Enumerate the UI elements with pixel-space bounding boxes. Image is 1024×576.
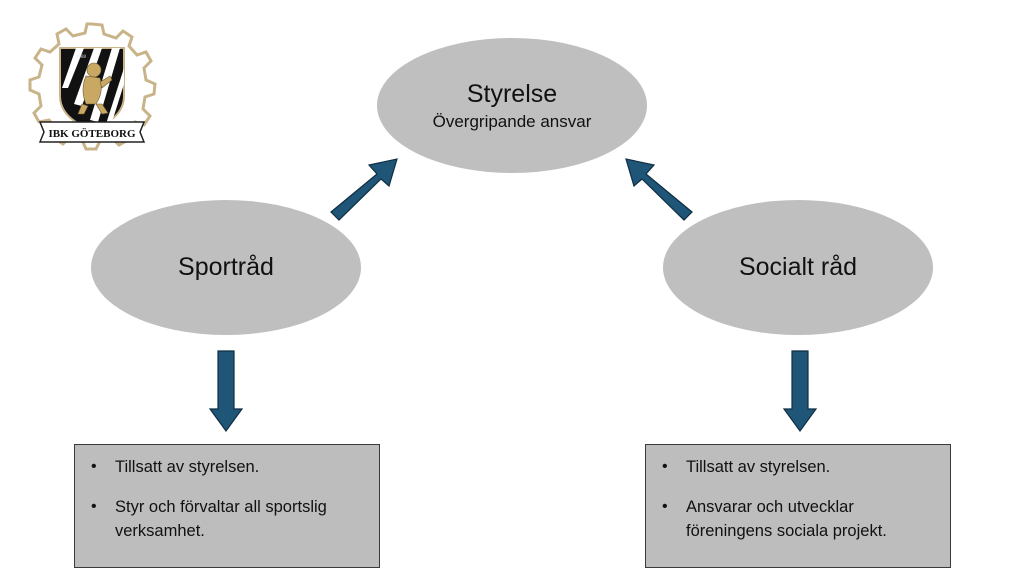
- node-styrelse-subtitle: Övergripande ansvar: [432, 111, 592, 131]
- sportrad-description-box: Tillsatt av styrelsen. Styr och förvalta…: [74, 444, 380, 568]
- node-socialt-rad-title: Socialt råd: [738, 253, 858, 281]
- node-styrelse: Styrelse Övergripande ansvar: [377, 38, 647, 173]
- node-sportrad-title: Sportråd: [178, 253, 274, 281]
- socialt-rad-bullet-list: Tillsatt av styrelsen. Ansvarar och utve…: [662, 455, 932, 543]
- logo-banner-text: IBK GÖTEBORG: [48, 127, 136, 140]
- list-item: Ansvarar och utvecklar föreningens socia…: [662, 495, 932, 543]
- node-sportrad: Sportråd: [91, 200, 361, 335]
- arrow-down-right: [782, 350, 818, 433]
- list-item: Styr och förvaltar all sportslig verksam…: [91, 495, 361, 543]
- node-styrelse-title: Styrelse: [466, 79, 558, 108]
- list-item: Tillsatt av styrelsen.: [662, 455, 932, 479]
- club-crest-icon: IBK GÖTEBORG 1988: [28, 22, 157, 151]
- club-logo: IBK GÖTEBORG 1988: [24, 18, 160, 154]
- arrow-down-left: [208, 350, 244, 433]
- node-socialt-rad: Socialt råd: [663, 200, 933, 335]
- sportrad-bullet-list: Tillsatt av styrelsen. Styr och förvalta…: [91, 455, 361, 543]
- arrow-right-to-top: [625, 158, 693, 221]
- list-item: Tillsatt av styrelsen.: [91, 455, 361, 479]
- arrow-left-to-top: [330, 158, 398, 221]
- socialt-rad-description-box: Tillsatt av styrelsen. Ansvarar och utve…: [645, 444, 951, 568]
- logo-year-text: 1988: [76, 55, 87, 60]
